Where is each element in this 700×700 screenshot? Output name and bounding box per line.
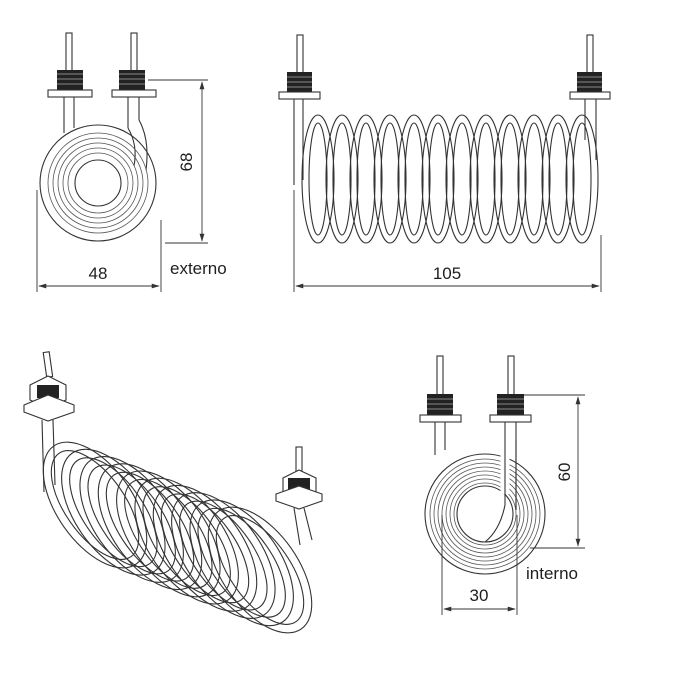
flange-right (111, 89, 157, 98)
spiral-coil-external (39, 124, 157, 242)
iso-coil-turn-inner (87, 464, 176, 575)
length-label: 105 (433, 264, 461, 283)
isometric-view (23, 351, 323, 634)
iso-coil-turn-inner (124, 478, 213, 589)
coil-turn (445, 114, 479, 244)
iso-coil-turn (61, 448, 166, 576)
iso-coil-turn-inner (50, 450, 140, 560)
terminal-pin-right (586, 34, 594, 76)
iso-coil-turn-inner (215, 515, 305, 625)
width-label: 48 (89, 264, 108, 283)
iso-coil-turn (116, 470, 221, 598)
coil-turn (541, 114, 575, 244)
coil-turn (397, 114, 431, 244)
coil-turn-inner (404, 122, 424, 236)
iso-coil-turn (152, 484, 258, 612)
coil-turn-inner (500, 122, 520, 236)
terminal-pin-right (507, 355, 515, 397)
coil-turn-inner (548, 122, 568, 236)
side-view: 105 (278, 34, 611, 292)
coil-turn (301, 114, 335, 244)
coil-turn (373, 114, 407, 244)
iso-coil-turn (207, 506, 313, 634)
coil-turn (325, 114, 359, 244)
side-coil-loops (301, 114, 599, 244)
iso-coil-turn-inner (142, 486, 231, 597)
coil-turn (469, 114, 503, 244)
terminal-pin-left (296, 34, 304, 76)
iso-coil-turn (189, 499, 294, 627)
coil-turn-inner (380, 122, 400, 236)
coil-turn-inner (428, 122, 448, 236)
flange-left (47, 89, 93, 98)
height-label: 68 (177, 153, 196, 172)
width-label: 30 (470, 586, 489, 605)
height-label: 60 (555, 463, 574, 482)
iso-coil-turn (171, 492, 276, 619)
coil-turn (421, 114, 455, 244)
terminal-pin-left (436, 355, 444, 397)
coil-turn (517, 114, 551, 244)
coil-turn-inner (452, 122, 472, 236)
coil-turn-inner (524, 122, 544, 236)
iso-coil-turn (79, 456, 184, 583)
terminal-pin-right (130, 32, 138, 74)
threaded-nut-left (57, 70, 83, 90)
front-view-external: 68 48 externo (36, 32, 227, 292)
terminal-pin-left (65, 32, 73, 74)
coil-turn-inner (308, 122, 328, 236)
iso-coil-turn (42, 441, 148, 569)
coil-turn-inner (572, 122, 592, 236)
iso-coil-turn-inner (197, 507, 286, 618)
iso-coil-turn-inner (179, 500, 268, 611)
coil-turn-inner (332, 122, 352, 236)
coil-turn (565, 114, 599, 244)
coil-turn-inner (476, 122, 496, 236)
iso-coil-turn-inner (160, 493, 250, 604)
front-view-internal: 60 30 interno (419, 355, 585, 615)
coil-turn (349, 114, 383, 244)
spiral-coil-internal (424, 440, 546, 575)
iso-coil-turn-inner (105, 471, 195, 582)
iso-coil-turn (97, 463, 203, 591)
caption-externo: externo (170, 259, 227, 278)
iso-coil-turn (134, 477, 239, 605)
coil-turn-inner (356, 122, 376, 236)
iso-coil-turn-inner (69, 457, 158, 568)
isometric-coil-loops (42, 441, 313, 634)
caption-interno: interno (526, 564, 578, 583)
threaded-nut-right (119, 70, 145, 90)
coil-turn (493, 114, 527, 244)
